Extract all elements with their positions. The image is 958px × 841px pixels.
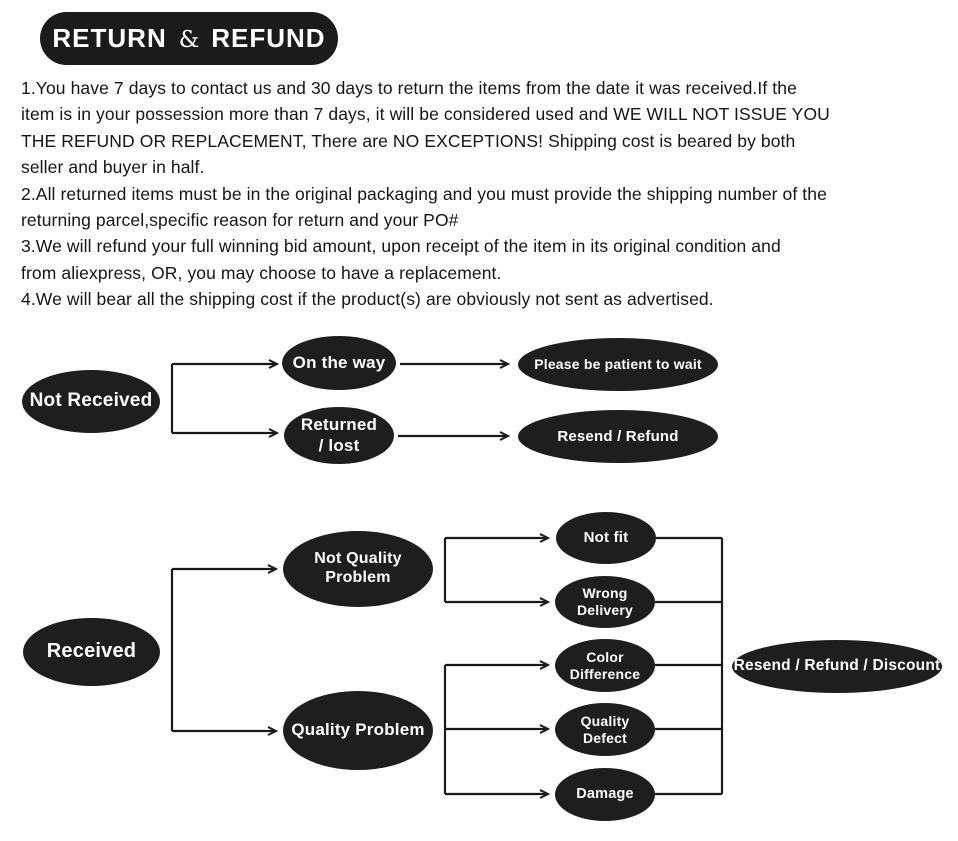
flow-node-label: Not fit (583, 529, 629, 547)
title-ampersand: & (178, 26, 200, 53)
flow-node-label: Please be patient to wait (534, 356, 702, 373)
title-word-return: RETURN (52, 23, 167, 53)
policy-text-block: 1.You have 7 days to contact us and 30 d… (21, 75, 953, 313)
flow-node-returned-lost: Returned / lost (284, 407, 394, 464)
flow-node-label: Damage (576, 785, 634, 802)
policy-line: from aliexpress, OR, you may choose to h… (21, 262, 502, 283)
flow-node-on-the-way: On the way (282, 336, 396, 390)
policy-line: 3.We will refund your full winning bid a… (21, 236, 781, 257)
policy-line: THE REFUND OR REPLACEMENT, There are NO … (21, 130, 796, 151)
flow-node-label: Quality Defect (580, 712, 630, 746)
flow-node-label: Not Received (29, 390, 153, 412)
policy-line: seller and buyer in half. (21, 157, 205, 178)
policy-line: 4.We will bear all the shipping cost if … (21, 289, 714, 310)
flow-node-resend-refund: Resend / Refund (518, 410, 718, 463)
title-word-refund: REFUND (211, 23, 326, 53)
connector-group-received (170, 533, 724, 799)
flow-node-not-quality-problem: Not Quality Problem (283, 531, 433, 607)
flow-node-resend-refund-discount: Resend / Refund / Discount (732, 640, 942, 693)
page-title: RETURN & REFUND (40, 12, 338, 65)
flow-node-label: Received (46, 640, 137, 663)
flow-node-not-fit: Not fit (556, 512, 656, 564)
policy-line: returning parcel,specific reason for ret… (21, 210, 459, 231)
flow-node-label: Color Difference (569, 648, 641, 682)
flow-node-color-difference: Color Difference (555, 639, 655, 692)
flow-node-label: Wrong Delivery (576, 585, 634, 618)
policy-line: 1.You have 7 days to contact us and 30 d… (21, 78, 797, 98)
flow-node-damage: Damage (555, 768, 655, 821)
flow-node-received: Received (23, 618, 160, 686)
policy-line: item is in your possession more than 7 d… (21, 104, 830, 125)
connector-group-not-received (170, 359, 511, 441)
flow-node-wrong-delivery: Wrong Delivery (555, 576, 655, 628)
flow-node-label: Resend / Refund (557, 427, 679, 445)
flow-node-quality-defect: Quality Defect (555, 703, 655, 756)
flow-node-label: Quality Problem (291, 720, 425, 740)
flow-node-label: Resend / Refund / Discount (733, 657, 941, 675)
flow-node-please-be-patient: Please be patient to wait (518, 338, 718, 391)
flow-node-label: Not Quality Problem (314, 550, 402, 586)
flow-node-quality-problem: Quality Problem (283, 691, 433, 770)
policy-line: 2.All returned items must be in the orig… (21, 183, 827, 204)
flow-node-label: On the way (292, 352, 386, 372)
flow-node-label: Returned / lost (300, 415, 378, 455)
flow-node-not-received: Not Received (22, 370, 160, 433)
